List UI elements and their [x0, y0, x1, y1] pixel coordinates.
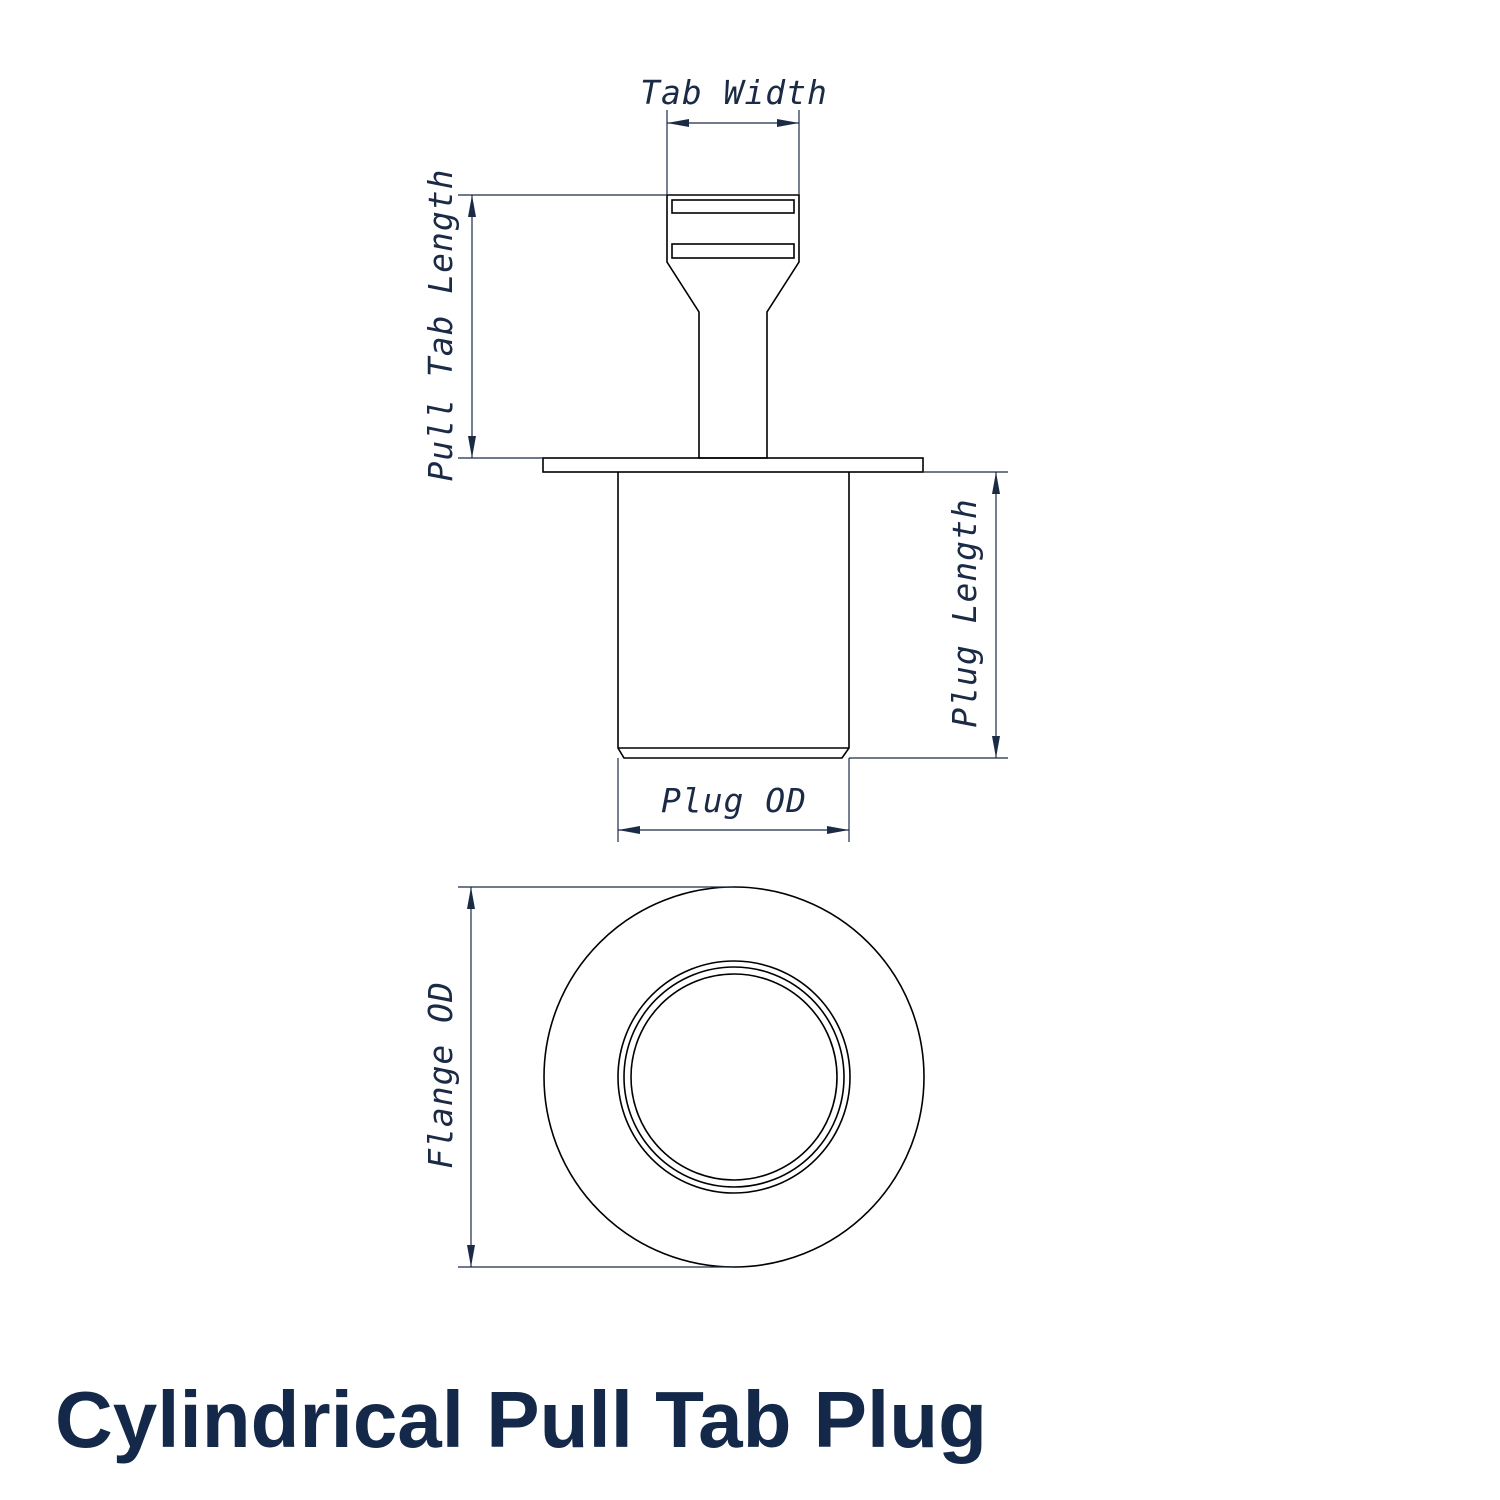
arrowhead	[777, 119, 799, 127]
dimension-plug-od: Plug OD	[617, 758, 850, 842]
tab-grip-rib-top	[671, 199, 795, 214]
dimension-flange-od: Flange OD	[421, 886, 734, 1268]
arrowhead	[468, 195, 476, 217]
flange	[542, 457, 924, 473]
end-view	[543, 886, 925, 1268]
flange-outer-circle	[543, 886, 925, 1268]
arrowhead	[618, 826, 640, 834]
tab-grip-rib-bottom	[671, 243, 795, 259]
plug-chamfer-circle	[623, 966, 845, 1188]
arrowhead	[992, 472, 1000, 494]
pull-tab-head	[666, 194, 800, 459]
pull-tab-length-label: Pull Tab Length	[421, 168, 460, 481]
plug-inner-circle	[630, 973, 838, 1181]
arrowhead	[992, 736, 1000, 758]
plug-length-label: Plug Length	[945, 498, 984, 728]
arrowhead	[467, 1245, 475, 1267]
side-view	[542, 194, 924, 759]
tab-width-label: Tab Width	[640, 73, 828, 112]
arrowhead	[667, 119, 689, 127]
arrowhead	[827, 826, 849, 834]
plug-outer-circle	[617, 960, 851, 1194]
plug-od-label: Plug OD	[661, 781, 807, 820]
dimension-plug-length: Plug Length	[849, 471, 1008, 759]
arrowhead	[467, 887, 475, 909]
dimension-tab-width: Tab Width	[640, 73, 828, 195]
page-title: Cylindrical Pull Tab Plug	[55, 1375, 987, 1464]
arrowhead	[468, 436, 476, 458]
dimension-pull-tab-length: Pull Tab Length	[421, 168, 667, 482]
flange-od-label: Flange OD	[421, 981, 460, 1169]
plug-body	[617, 472, 850, 759]
